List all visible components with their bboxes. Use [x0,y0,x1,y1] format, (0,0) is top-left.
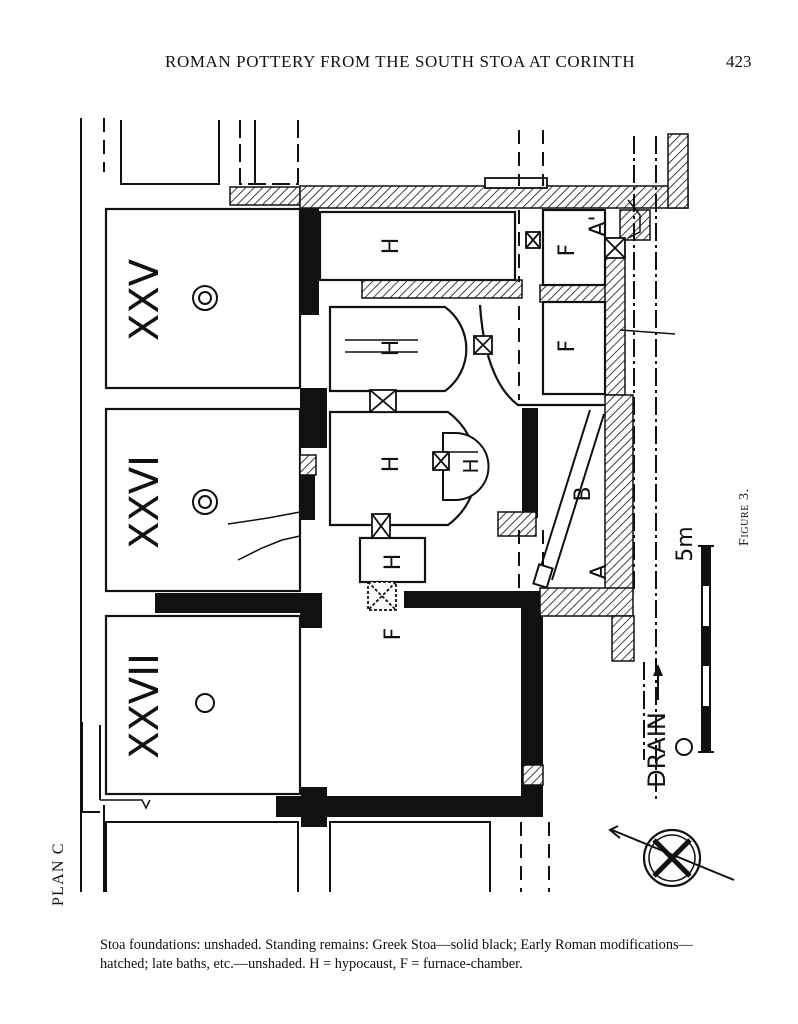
figure-caption: Stoa foundations: unshaded. Standing rem… [100,937,693,972]
shop-xxvi-label: XXVI [122,455,168,549]
hypocaust-connectors [367,177,626,611]
label-f-3: F [555,340,580,353]
plan-frame-lines [80,118,105,892]
drain-circle-icon [675,738,693,756]
label-h-1: H [379,238,404,255]
label-h-4: H [459,458,483,473]
label-h-2: H [379,340,404,357]
shop-xxv-label: XXV [122,258,168,341]
plan-label: PLAN C [50,842,67,906]
bottom-rooms [105,821,550,892]
shop-xxvii: XXVII [100,614,302,810]
label-f-1: F [381,628,406,641]
label-a: A [587,564,612,579]
channel-a-b [532,409,605,589]
early-roman-walls [229,133,689,786]
figure-label: Figure 3. [737,488,753,546]
top-rooms [120,120,299,185]
running-title: ROMAN POTTERY FROM THE SOUTH STOA AT COR… [165,52,636,71]
late-baths [318,208,607,584]
drain-marker: DRAIN [643,664,693,788]
label-f-2: F [555,244,580,257]
scale-label: 5m [673,526,698,561]
north-arrow-icon [608,825,735,888]
figure-label-text: Figure 3. [737,488,752,546]
page-header: ROMAN POTTERY FROM THE SOUTH STOA AT COR… [0,52,798,78]
page-number: 423 [726,52,752,71]
greek-stoa-walls [155,205,543,827]
label-a-prime: A' [586,215,611,236]
drain-label: DRAIN [643,712,671,788]
shop-xxvii-label: XXVII [122,653,168,759]
label-h-3: H [379,456,404,473]
shop-xxvi: XXVI [104,407,302,593]
label-b: B [571,486,596,501]
scale-bar: 5m [673,526,714,753]
room-labels: H H H H H F F F A' B A [379,215,612,640]
label-h-5: H [381,554,406,571]
shop-xxv: XXV [104,207,302,390]
